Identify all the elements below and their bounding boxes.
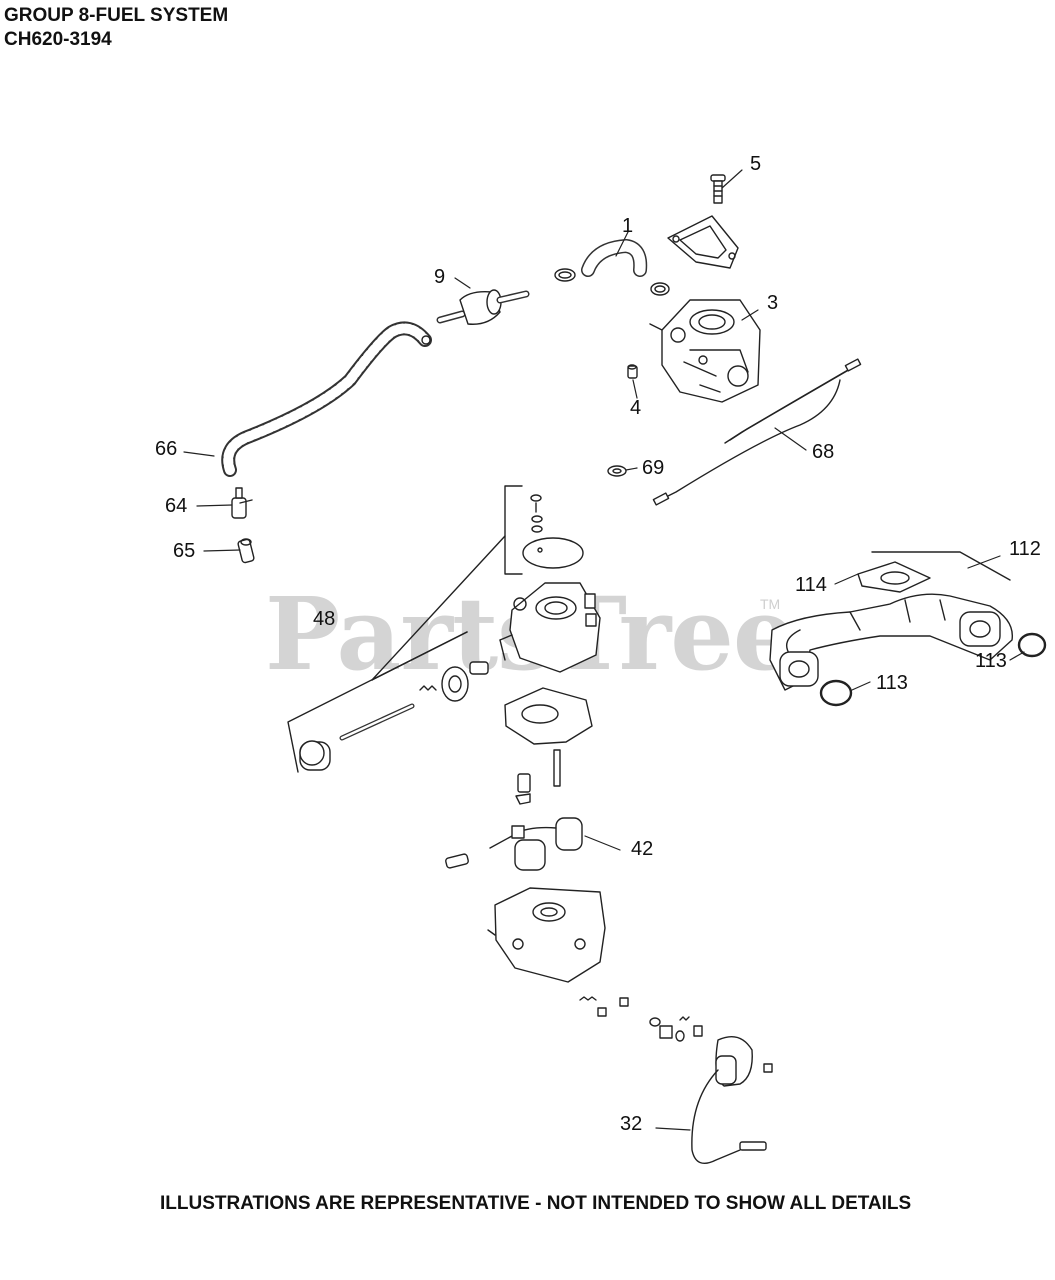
part-66-fuel-line[interactable] bbox=[221, 321, 432, 477]
part-3-carburetor[interactable] bbox=[649, 299, 761, 403]
part-4-bushing[interactable] bbox=[627, 364, 638, 379]
callout-113-right[interactable]: 113 bbox=[975, 650, 1007, 672]
callout-113-left[interactable]: 113 bbox=[876, 672, 908, 694]
callout-66[interactable]: 66 bbox=[155, 438, 178, 460]
callout-69[interactable]: 69 bbox=[642, 457, 665, 479]
diagram-header: GROUP 8-FUEL SYSTEM CH620-3194 bbox=[4, 4, 228, 52]
part-112-intake-manifold[interactable] bbox=[769, 551, 1014, 691]
part-113-oring-right[interactable] bbox=[1017, 632, 1047, 658]
part-64-fitting[interactable] bbox=[231, 487, 253, 519]
part-42-float[interactable] bbox=[489, 817, 583, 871]
carb-throttle-shaft[interactable] bbox=[299, 661, 489, 771]
callout-3[interactable]: 3 bbox=[767, 292, 779, 314]
callout-leaders bbox=[183, 169, 1025, 1131]
callout-1[interactable]: 1 bbox=[622, 215, 634, 237]
callout-114[interactable]: 114 bbox=[795, 574, 827, 596]
callout-112[interactable]: 112 bbox=[1009, 538, 1041, 560]
part-65-sleeve[interactable] bbox=[237, 538, 255, 564]
disclaimer-note: ILLUSTRATIONS ARE REPRESENTATIVE - NOT I… bbox=[160, 1193, 912, 1214]
carb-needle-parts[interactable] bbox=[515, 749, 561, 805]
part-5-bolt[interactable] bbox=[710, 174, 726, 204]
part-1-fuel-hose[interactable] bbox=[554, 239, 670, 296]
part-carb-gasket[interactable] bbox=[667, 215, 739, 269]
callout-42[interactable]: 42 bbox=[631, 838, 654, 860]
part-48-kit-bracket bbox=[287, 485, 523, 773]
float-pin-screw[interactable] bbox=[445, 853, 469, 869]
callout-5[interactable]: 5 bbox=[750, 153, 762, 175]
carb-lower-body[interactable] bbox=[487, 887, 606, 983]
part-48-kit-components[interactable] bbox=[522, 494, 584, 569]
idle-adjust-screws[interactable] bbox=[579, 996, 773, 1073]
callout-64[interactable]: 64 bbox=[165, 495, 188, 517]
part-113-oring-left[interactable] bbox=[819, 679, 853, 707]
part-68-wire-lead[interactable] bbox=[652, 358, 862, 506]
callout-48[interactable]: 48 bbox=[313, 608, 336, 630]
callout-32[interactable]: 32 bbox=[620, 1113, 643, 1135]
model-number: CH620-3194 bbox=[4, 29, 112, 50]
callout-9[interactable]: 9 bbox=[434, 266, 446, 288]
carb-upper-body[interactable] bbox=[499, 582, 601, 673]
callout-68[interactable]: 68 bbox=[812, 441, 835, 463]
part-69-washer[interactable] bbox=[607, 465, 627, 477]
carb-body-gasket[interactable] bbox=[504, 687, 593, 745]
callout-65[interactable]: 65 bbox=[173, 540, 196, 562]
part-9-fuel-filter[interactable] bbox=[436, 289, 530, 325]
group-title: GROUP 8-FUEL SYSTEM bbox=[4, 5, 229, 26]
part-32-fuel-solenoid[interactable] bbox=[691, 1036, 767, 1164]
part-114-manifold-gasket[interactable] bbox=[857, 561, 931, 593]
trademark-mark: TM bbox=[760, 596, 781, 612]
callout-4[interactable]: 4 bbox=[630, 397, 642, 419]
